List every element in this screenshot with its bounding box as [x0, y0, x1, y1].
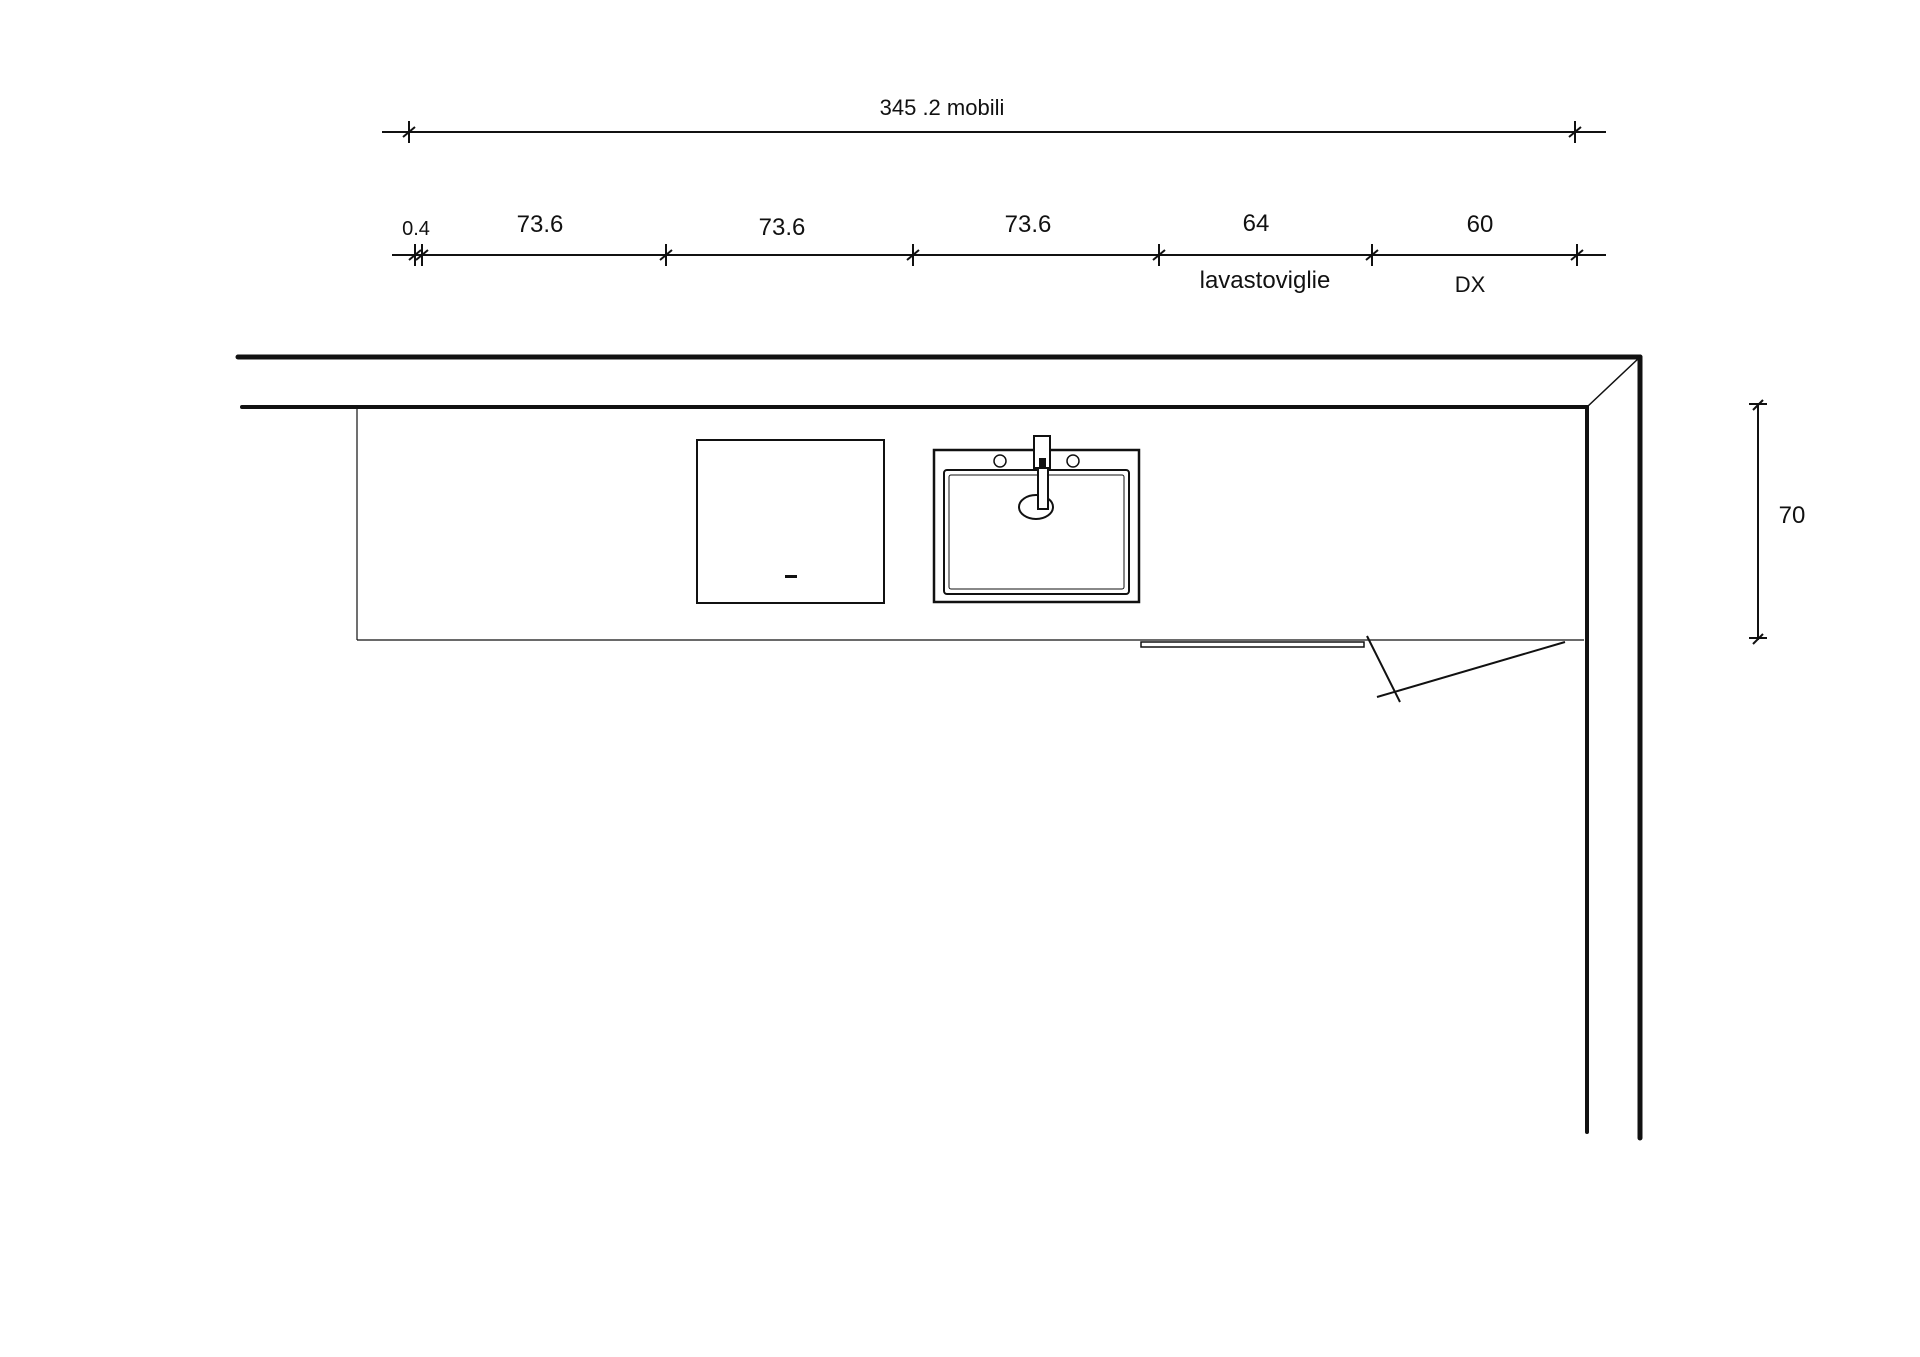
- segment-4-sublabel: lavastoviglie: [1200, 267, 1331, 294]
- segment-4-value: 64: [1243, 210, 1270, 237]
- segment-3-value: 73.6: [1005, 211, 1052, 238]
- depth-dimension: [1749, 399, 1767, 645]
- wall-outline: [235, 354, 1643, 1141]
- segment-0-value: 0.4: [402, 218, 430, 240]
- segment-5-value: 60: [1467, 211, 1494, 238]
- countertop: [356, 409, 1584, 641]
- segment-5-sublabel: DX: [1455, 272, 1486, 297]
- dishwasher-panel: [1140, 641, 1365, 648]
- door-swing-icon: [1366, 635, 1566, 703]
- faucet-icon: [1033, 435, 1051, 510]
- segment-dimension-line: [392, 244, 1606, 266]
- segment-2-value: 73.6: [759, 214, 806, 241]
- segment-1-value: 73.6: [517, 211, 564, 238]
- overall-dimension: [382, 121, 1606, 143]
- sink-icon: [932, 448, 1141, 604]
- depth-dimension-label: 70: [1779, 502, 1806, 529]
- overall-dimension-label: 345 .2 mobili: [880, 95, 1005, 120]
- cooktop-icon: [696, 439, 885, 604]
